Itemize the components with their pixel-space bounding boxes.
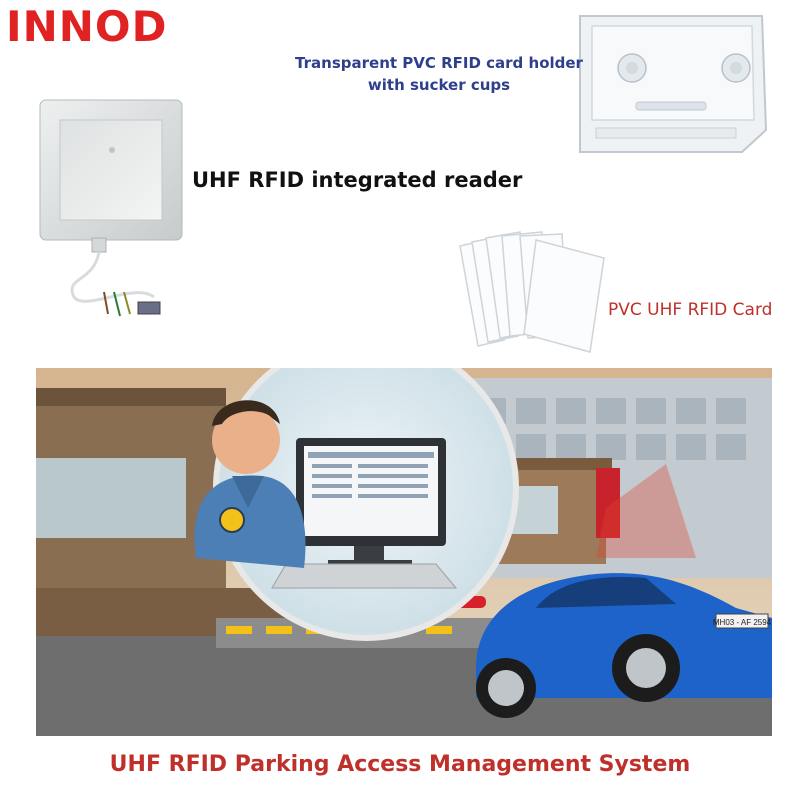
rfid-cards-image: [452, 228, 612, 354]
card-holder-image: [566, 10, 776, 160]
card-holder-caption-line1: Transparent PVC RFID card holder: [295, 54, 583, 72]
reader-caption: UHF RFID integrated reader: [192, 168, 523, 192]
uhf-reader-image: [34, 92, 194, 332]
brand-logo: INNOD: [6, 2, 168, 51]
card-caption: PVC UHF RFID Card: [608, 300, 773, 320]
card-holder-caption: Transparent PVC RFID card holder with su…: [284, 52, 594, 96]
license-plate: MH03 - AF 2594: [713, 618, 772, 627]
parking-scene-illustration: MH03 - AF 2594: [36, 368, 772, 736]
system-caption: UHF RFID Parking Access Management Syste…: [109, 752, 691, 777]
card-holder-caption-line2: with sucker cups: [367, 76, 511, 94]
